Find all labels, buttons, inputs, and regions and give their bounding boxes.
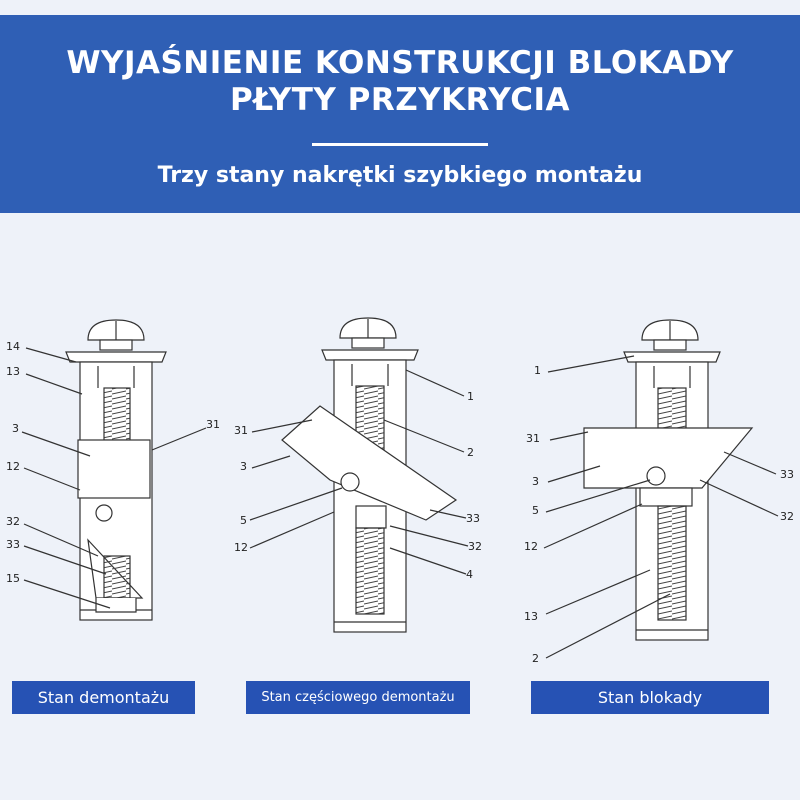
state-label-locked: Stan blokady: [531, 681, 769, 714]
callout-14: 14: [6, 340, 20, 353]
callout-3: 3: [532, 475, 539, 488]
callout-32: 32: [780, 510, 794, 523]
callout-13: 13: [6, 365, 20, 378]
fastener-disassembly: [21, 319, 207, 621]
callouts-disassembly: 14 13 3 31 12 32 33 15: [6, 340, 220, 585]
callout-2: 2: [467, 446, 474, 459]
callout-31: 31: [526, 432, 540, 445]
callout-15: 15: [6, 572, 20, 585]
callout-32: 32: [6, 515, 20, 528]
callout-2: 2: [532, 652, 539, 665]
callout-12: 12: [6, 460, 20, 473]
fastener-locked: [543, 319, 779, 659]
callouts-partial-disassembly: 1 31 2 3 5 33 12 32 4: [234, 390, 482, 581]
fastener-partial-disassembly: [249, 317, 469, 633]
callout-32: 32: [468, 540, 482, 553]
callout-5: 5: [532, 504, 539, 517]
state-label-disassembly: Stan demontażu: [12, 681, 195, 714]
callout-4: 4: [466, 568, 473, 581]
callout-33: 33: [780, 468, 794, 481]
callout-1: 1: [467, 390, 474, 403]
title-divider: [312, 143, 488, 146]
callout-31: 31: [206, 418, 220, 431]
callout-5: 5: [240, 514, 247, 527]
page-subtitle: Trzy stany nakrętki szybkiego montażu: [157, 163, 643, 188]
callout-3: 3: [12, 422, 19, 435]
page-title-line1: WYJAŚNIENIE KONSTRUKCJI BLOKADY: [66, 45, 734, 81]
callout-12: 12: [524, 540, 538, 553]
callout-3: 3: [240, 460, 247, 473]
callout-33: 33: [466, 512, 480, 525]
callouts-locked: 1 31 33 3 5 32 12 13 2: [524, 364, 794, 665]
callout-1: 1: [534, 364, 541, 377]
callout-13: 13: [524, 610, 538, 623]
callout-31: 31: [234, 424, 248, 437]
header-banner: [0, 15, 800, 213]
state-label-partial-disassembly: Stan częściowego demontażu: [246, 681, 470, 714]
page-title-line2: PŁYTY PRZYKRYCIA: [230, 82, 570, 118]
callout-33: 33: [6, 538, 20, 551]
callout-12: 12: [234, 541, 248, 554]
